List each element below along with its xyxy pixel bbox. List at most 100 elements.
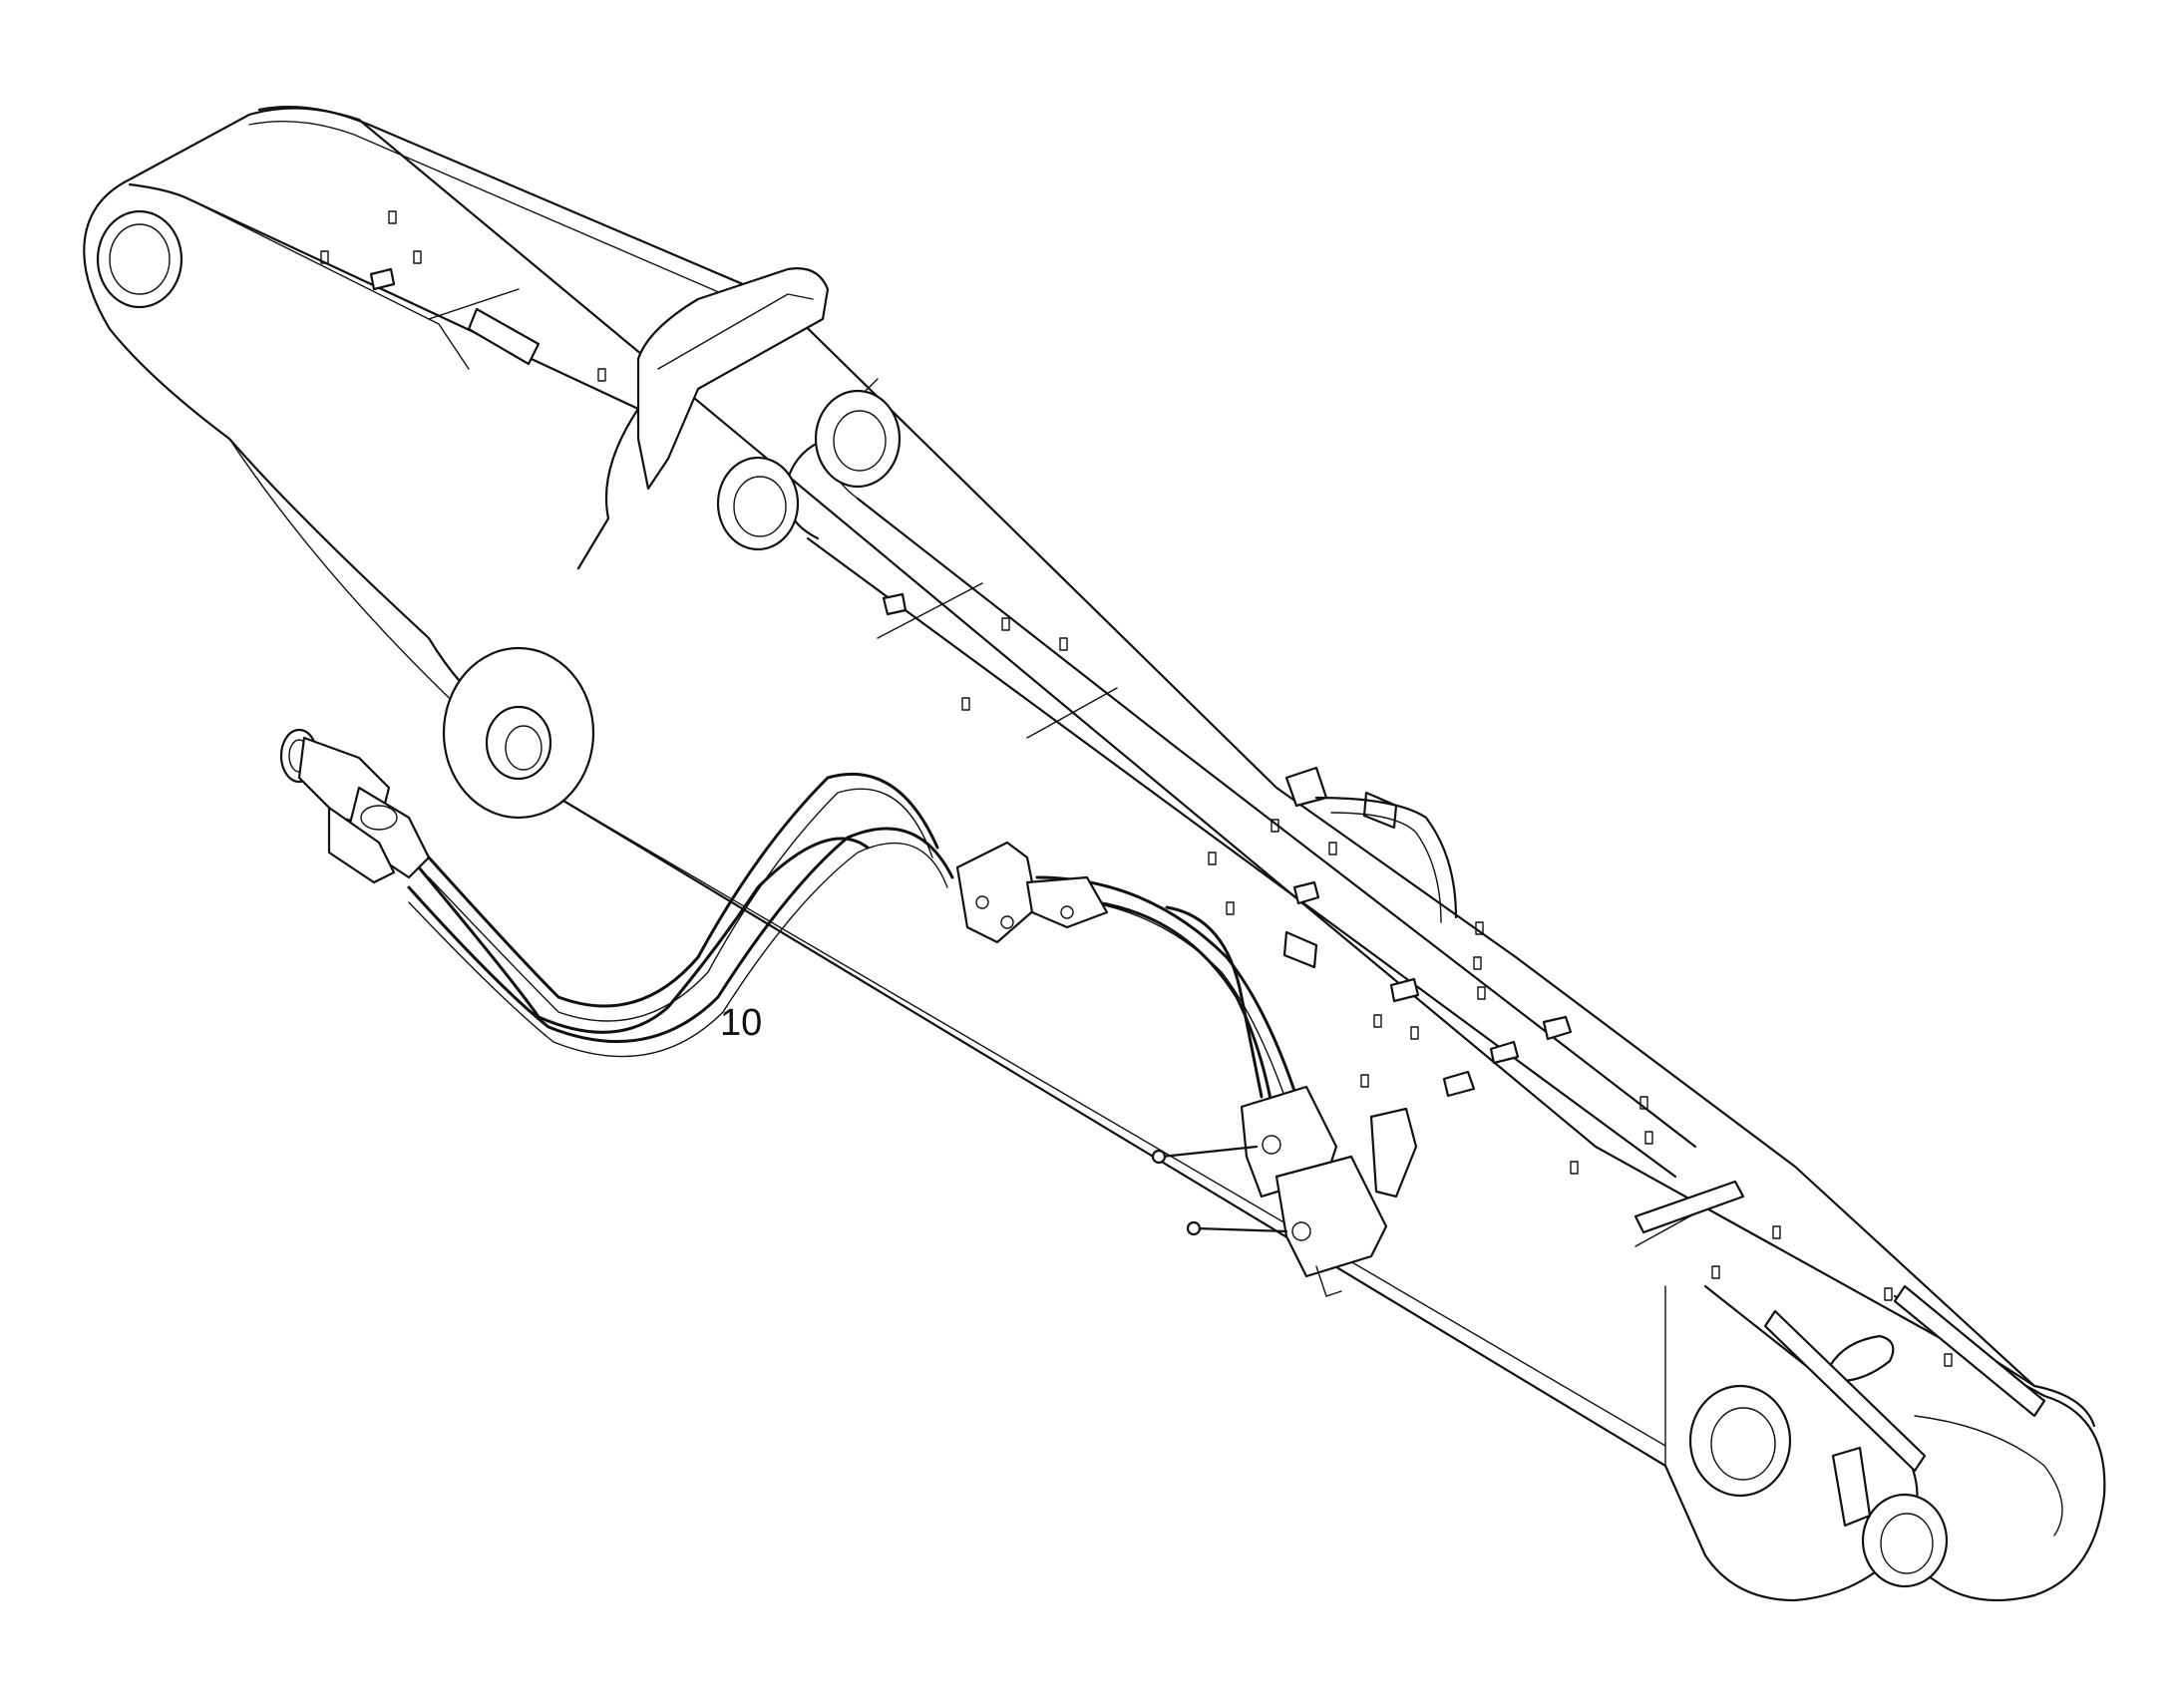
manifold-bolt [975, 895, 989, 909]
stud [1059, 637, 1068, 651]
stud [388, 210, 397, 224]
hydraulic-hoses [407, 772, 1298, 1139]
arm-body [83, 106, 2106, 1602]
stud [320, 250, 329, 264]
manifold-bolt [1000, 915, 1014, 929]
hose-5-outer [1095, 900, 1278, 1139]
tip-rail-strip-lower [1763, 1309, 1927, 1473]
valve-bolt [1291, 1221, 1311, 1241]
top-rail-outer [257, 106, 2036, 1388]
tip-fork-gap [1914, 1415, 2063, 1537]
pad [1389, 977, 1420, 1003]
lever-knob-upper [1151, 1149, 1167, 1165]
pad [1542, 1015, 1573, 1041]
hose-2-outer [407, 827, 954, 1044]
stud [1772, 1225, 1781, 1239]
stud [1410, 1026, 1419, 1040]
cylinder-mount-plate [442, 646, 595, 820]
tip-bore-left-outer [1688, 1384, 1792, 1498]
stud [1570, 1161, 1579, 1175]
studs [320, 210, 1953, 1367]
hose-3-outer [417, 837, 870, 1034]
stud [961, 697, 970, 711]
stud [1639, 1096, 1648, 1110]
top-rail-inner [248, 120, 759, 310]
pad [369, 267, 396, 291]
top-lug-bore-right-outer [716, 456, 800, 551]
valve-drain [1315, 1265, 1342, 1297]
boom-foot-bore-inner [109, 223, 171, 295]
side-bracket [1284, 766, 1458, 923]
stud [1208, 852, 1217, 865]
segment-line-5 [428, 288, 520, 320]
stud [1473, 956, 1482, 970]
top-lug-bore-left-inner [833, 410, 887, 472]
tip-plate [1828, 1334, 1895, 1383]
boom-foot-plate [128, 182, 640, 570]
lever-knob-lower [1186, 1220, 1202, 1236]
stud [597, 368, 606, 382]
pad [1362, 791, 1398, 830]
cylinder-mount-bore-outer [485, 705, 552, 781]
stud [1944, 1353, 1953, 1367]
valve-mount-bracket [1369, 1107, 1418, 1198]
lower-diagonal [557, 797, 1666, 1447]
stud [1884, 1287, 1893, 1301]
pad [1489, 1040, 1520, 1065]
stud [1644, 1131, 1653, 1145]
pin-bosses [96, 209, 1949, 1588]
tip-bore-right-inner [1880, 1513, 1934, 1574]
segment-line-2 [1026, 687, 1118, 739]
top-lug-bore-right-inner [733, 476, 787, 537]
pad [882, 592, 908, 616]
hose-4-outer [1035, 875, 1298, 1099]
tip-bore-left-inner [1710, 1407, 1776, 1481]
top-lug-bore-left-outer [814, 389, 902, 489]
coupling-ring [360, 805, 398, 831]
pad [467, 307, 541, 366]
stud [1373, 1014, 1382, 1028]
segment-line-1 [877, 582, 983, 639]
hose-6-outer [1165, 905, 1264, 1099]
stud [1271, 819, 1279, 833]
hose-coupling [279, 728, 431, 884]
tip-block [1831, 1446, 1872, 1528]
manifold-bolt [1060, 905, 1074, 919]
wear-strip [1634, 1180, 1745, 1234]
valve-bolt [1262, 1135, 1281, 1155]
tip-fork-upper [1893, 1294, 2096, 1428]
upper-plate-edge-2 [856, 497, 1697, 1149]
pad [1442, 1070, 1476, 1098]
lower-valve-assembly [1151, 1085, 1418, 1297]
stud [1477, 986, 1486, 1000]
guard-bracket-shape [636, 267, 830, 491]
side-bracket-tube [1314, 796, 1458, 919]
tip-rail-strip [1893, 1284, 2046, 1418]
guard-inner-line [657, 293, 814, 370]
boom-foot-top [188, 198, 470, 370]
side-bracket-tube-inner [1330, 812, 1442, 923]
pad [1282, 930, 1318, 969]
guard-bracket [636, 267, 830, 491]
upper-valve-block [955, 841, 1109, 944]
cylinder-mount-bore-inner [505, 725, 543, 771]
valve-lever-upper [1160, 1145, 1259, 1159]
hose-1-outer [427, 772, 939, 1008]
stud [413, 250, 422, 264]
pad [1292, 880, 1320, 905]
stud [1475, 921, 1484, 935]
stud [1328, 842, 1337, 855]
stud [1001, 617, 1010, 631]
stud [1226, 901, 1235, 915]
manifold-port [1025, 875, 1109, 929]
valve-body-lower [1274, 1155, 1388, 1278]
valve-lever-lower [1195, 1226, 1288, 1233]
upper-plate-edge-1 [806, 536, 1677, 1179]
hose-2-inner [408, 842, 948, 1058]
hose-1-inner [428, 788, 933, 1022]
stud [1711, 1265, 1720, 1279]
stud [1360, 1074, 1369, 1088]
tip-bore-right-outer [1861, 1493, 1949, 1588]
callout-10: 10 [720, 1002, 762, 1044]
